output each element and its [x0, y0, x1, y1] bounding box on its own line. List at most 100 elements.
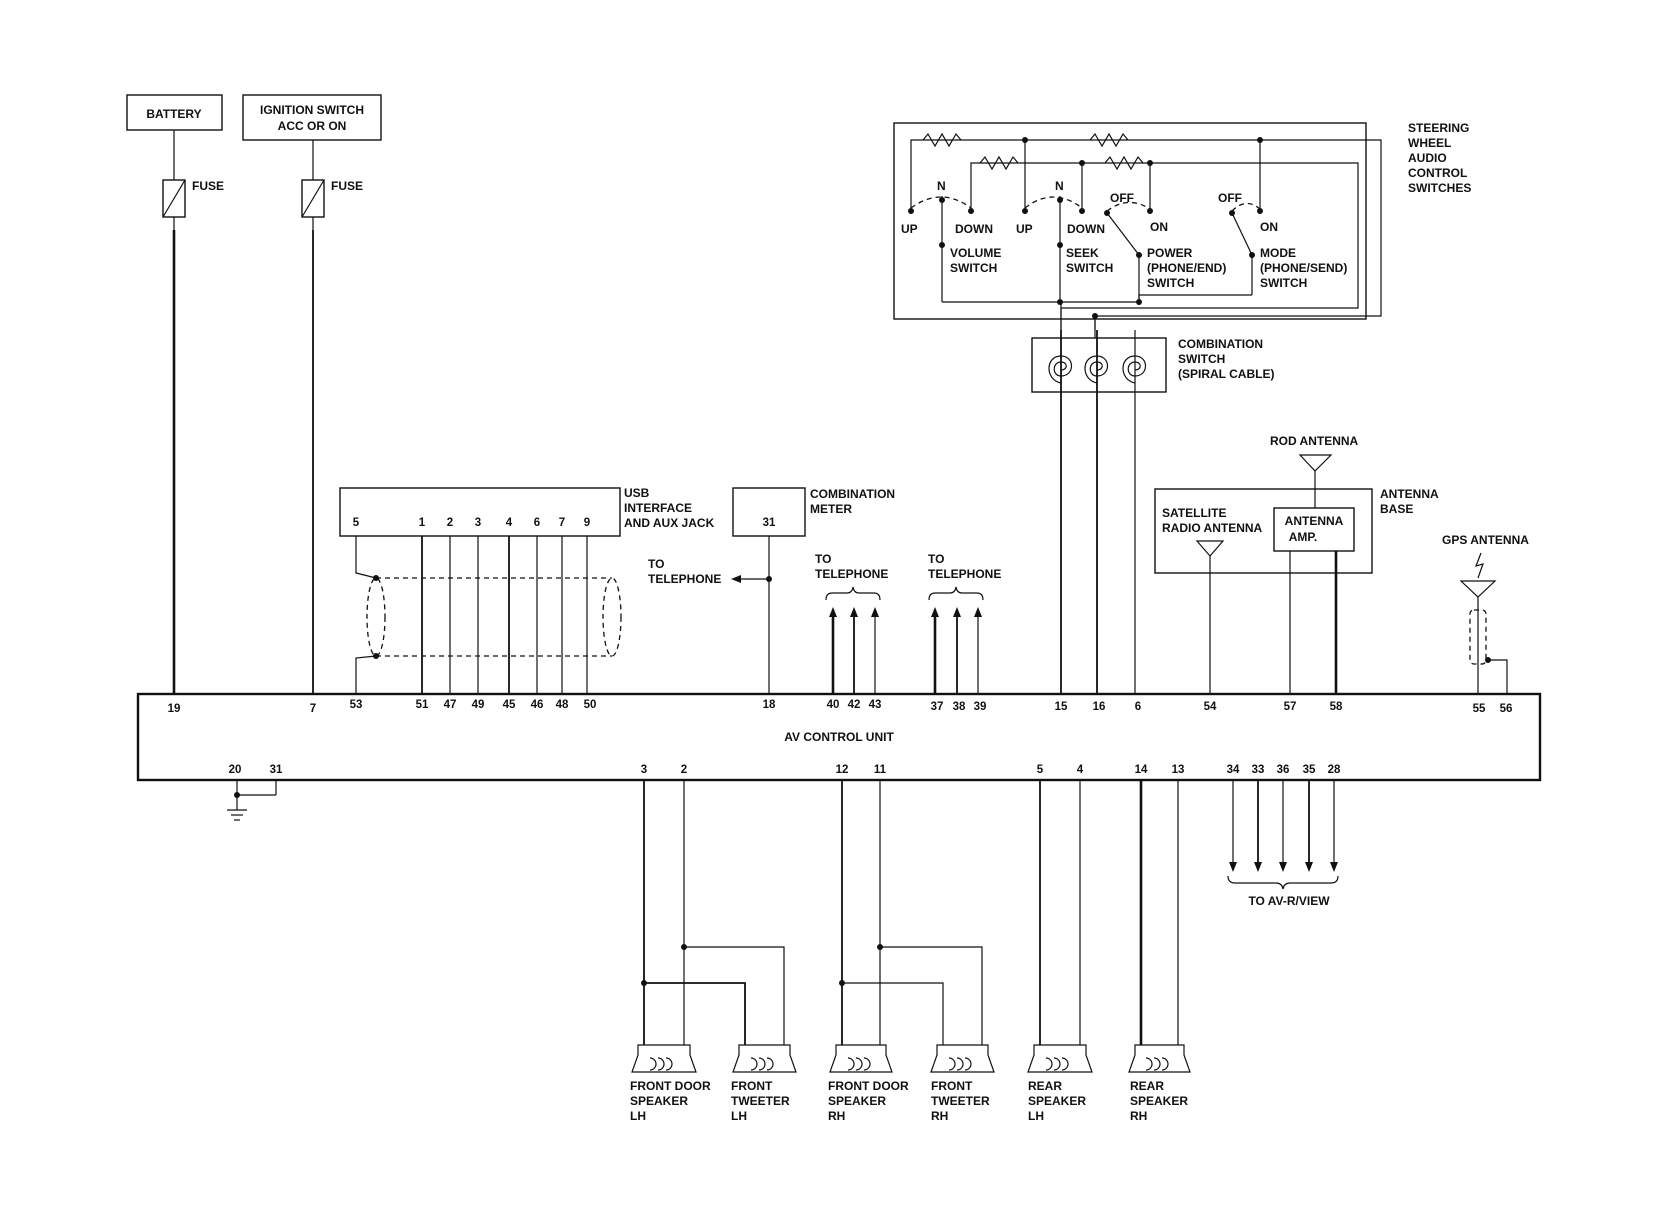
to-telephone-3a: TO	[928, 552, 944, 566]
satellite-antenna-label-1: SATELLITE	[1162, 506, 1226, 520]
av-pin-bottom: 31	[270, 764, 283, 776]
rod-antenna: ROD ANTENNA	[1270, 434, 1359, 508]
gps-antenna-label: GPS ANTENNA	[1442, 533, 1529, 547]
seek-up: UP	[1016, 222, 1033, 236]
antenna-base: ANTENNA BASE SATELLITE RADIO ANTENNA ANT…	[1154, 487, 1439, 574]
ignition-fuse-label: FUSE	[331, 179, 363, 193]
av-pin-top: 47	[444, 699, 457, 711]
av-pin-top: 18	[763, 699, 776, 711]
steering-label-4: CONTROL	[1408, 166, 1467, 180]
front-tweeter-lh-label-2: TWEETER	[731, 1094, 790, 1108]
usb-pin: 7	[559, 517, 565, 529]
power-switch-label-3: SWITCH	[1147, 276, 1194, 290]
front-door-speaker-lh-label-1: FRONT DOOR	[630, 1079, 711, 1093]
av-pin-bottom: 34	[1227, 764, 1240, 776]
seek-switch-label-1: SEEK	[1066, 246, 1099, 260]
front-lh-speaker-wiring	[641, 780, 785, 1045]
usb-harness	[355, 536, 622, 694]
to-telephone-group-2: TO TELEPHONE	[928, 552, 1001, 694]
antenna-amp-label-1: ANTENNA	[1285, 514, 1344, 528]
usb-pin: 2	[447, 517, 453, 529]
av-pin-top: 54	[1204, 701, 1217, 713]
av-pin-bottom: 2	[681, 764, 687, 776]
meter-pin: 31	[763, 517, 776, 529]
av-pin-top: 37	[931, 701, 944, 713]
steering-label-1: STEERING	[1408, 121, 1469, 135]
volume-n: N	[937, 179, 946, 193]
av-pin-bottom: 3	[641, 764, 647, 776]
mode-switch-label-1: MODE	[1260, 246, 1296, 260]
ignition-fuse: FUSE	[301, 140, 363, 230]
seek-down: DOWN	[1067, 222, 1105, 236]
speaker-icon	[732, 1044, 797, 1073]
front-tweeter-rh-label-1: FRONT	[931, 1079, 973, 1093]
volume-switch-label-1: VOLUME	[950, 246, 1001, 260]
av-pin-top: 50	[584, 699, 597, 711]
antenna-base-label-1: ANTENNA	[1380, 487, 1439, 501]
av-pin-bottom: 36	[1277, 764, 1290, 776]
av-pin-top: 39	[974, 701, 987, 713]
steering-label-3: AUDIO	[1408, 151, 1447, 165]
lightning-icon	[1475, 552, 1484, 579]
av-pin-bottom: 28	[1328, 764, 1341, 776]
speaker-icon	[631, 1044, 697, 1073]
antenna-base-label-2: BASE	[1380, 502, 1413, 516]
rear-speaker-lh-label-1: REAR	[1028, 1079, 1062, 1093]
antenna-amp-label-2: AMP.	[1289, 530, 1317, 544]
av-pin-bottom: 11	[874, 764, 887, 776]
to-av-r-view-label: TO AV-R/VIEW	[1248, 894, 1330, 908]
front-tweeter-lh-label-3: LH	[731, 1109, 747, 1123]
rod-antenna-label: ROD ANTENNA	[1270, 434, 1359, 448]
av-pin-top: 40	[827, 699, 840, 711]
antenna-amp-box	[1273, 507, 1355, 552]
mode-switch-label-2: (PHONE/SEND)	[1260, 261, 1347, 275]
av-pin-top: 56	[1500, 703, 1513, 715]
av-pin-top: 15	[1055, 701, 1068, 713]
usb-label-2: INTERFACE	[624, 501, 692, 515]
av-pin-top: 46	[531, 699, 544, 711]
front-door-speaker-rh-label-3: RH	[828, 1109, 845, 1123]
av-pin-bottom: 4	[1077, 764, 1084, 776]
battery-box: BATTERY	[126, 94, 223, 131]
mode-on: ON	[1260, 220, 1278, 234]
av-pin-top: 55	[1473, 703, 1486, 715]
battery-fuse-label: FUSE	[192, 179, 224, 193]
rear-speaker-rh-label-1: REAR	[1130, 1079, 1164, 1093]
power-on: ON	[1150, 220, 1168, 234]
av-pin-bottom: 20	[229, 764, 242, 776]
speaker-icon	[1027, 1044, 1093, 1073]
battery-fuse: FUSE	[162, 130, 224, 230]
usb-label-1: USB	[624, 486, 650, 500]
rear-speaker-rh-label-2: SPEAKER	[1130, 1094, 1188, 1108]
usb-pin: 9	[584, 517, 590, 529]
usb-label-3: AND AUX JACK	[624, 516, 715, 530]
front-tweeter-rh-label-2: TWEETER	[931, 1094, 990, 1108]
to-telephone-1b: TELEPHONE	[648, 572, 721, 586]
ground-icon	[227, 780, 277, 821]
resistor-4	[1104, 155, 1144, 171]
av-control-unit: AV CONTROL UNIT 19 7 53 51 47 49 45 46 4…	[136, 692, 1542, 782]
steering-label-2: WHEEL	[1408, 136, 1451, 150]
av-pin-top: 51	[416, 699, 429, 711]
to-av-r-view: TO AV-R/VIEW	[1227, 780, 1339, 908]
steering-switch-unit: STEERING WHEEL AUDIO CONTROL SWITCHES N …	[893, 121, 1471, 330]
gps-antenna: GPS ANTENNA	[1442, 533, 1529, 694]
speaker-icon	[1128, 1044, 1191, 1073]
combination-switch-spiral: COMBINATION SWITCH (SPIRAL CABLE)	[1031, 337, 1274, 393]
usb-pin: 6	[534, 517, 540, 529]
front-door-speaker-lh-label-2: SPEAKER	[630, 1094, 688, 1108]
av-pin-top: 42	[848, 699, 861, 711]
combination-switch-label-1: COMBINATION	[1178, 337, 1263, 351]
combination-meter-label-1: COMBINATION	[810, 487, 895, 501]
combination-meter-label-2: METER	[810, 502, 852, 516]
to-telephone-2b: TELEPHONE	[815, 567, 888, 581]
av-pin-bottom: 14	[1135, 764, 1148, 776]
combination-switch-label-3: (SPIRAL CABLE)	[1178, 367, 1274, 381]
to-telephone-3b: TELEPHONE	[928, 567, 1001, 581]
av-pin-bottom: 33	[1252, 764, 1265, 776]
ignition-switch-label-2: ACC OR ON	[278, 119, 347, 133]
av-pin-top: 57	[1284, 701, 1297, 713]
front-door-speaker-rh-label-1: FRONT DOOR	[828, 1079, 909, 1093]
av-pin-bottom: 5	[1037, 764, 1044, 776]
